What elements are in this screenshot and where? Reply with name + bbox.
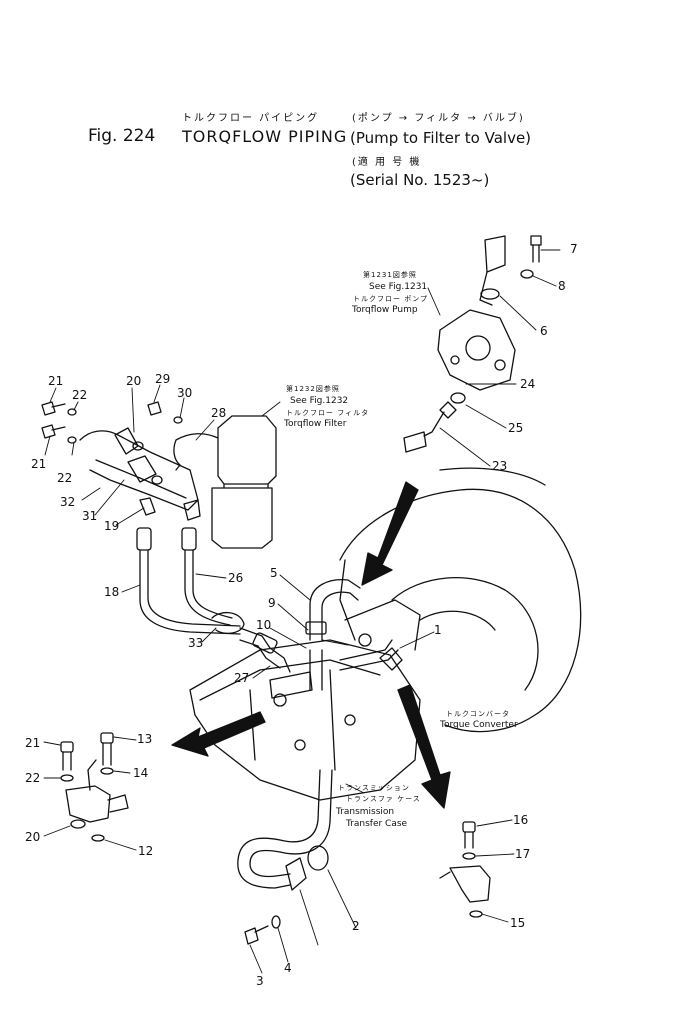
part-number: 15 [510, 916, 526, 930]
part-number: 18 [104, 585, 120, 599]
part-number: 22 [72, 388, 88, 402]
pump-name-jp: トルクフロー ポンプ [353, 295, 429, 303]
part-number: 24 [520, 377, 536, 391]
pump-name-en: Torqflow Pump [352, 305, 418, 315]
part-number: 33 [188, 636, 204, 650]
pump-outlet-fitting [403, 392, 466, 453]
pump-ref-en: See Fig.1231 [369, 282, 428, 292]
pipe-5 [305, 579, 361, 691]
filter-ref-en: See Fig.1232 [290, 396, 349, 406]
part-number: 10 [256, 618, 272, 632]
transmission-jp: トランスミッション [338, 784, 410, 792]
serial-english: (Serial No. 1523~) [350, 171, 490, 189]
converter-jp: トルクコンバータ [446, 710, 510, 718]
part-number: 31 [82, 509, 98, 523]
part-number: 6 [540, 324, 548, 338]
part-number: 1 [434, 623, 442, 637]
part-number: 22 [25, 771, 41, 785]
converter-en: Torque Converter [440, 720, 518, 730]
transmission-en: Transmission [336, 807, 395, 817]
direction-arrows [171, 481, 451, 809]
filter-ref-jp: 第1232図参照 [286, 385, 340, 393]
hose-26 [181, 527, 233, 626]
pipe-2 [237, 769, 333, 891]
part-number: 21 [48, 374, 64, 388]
part-number: 7 [570, 242, 578, 256]
part-number: 21 [31, 457, 47, 471]
pipe-1 [339, 639, 403, 671]
part-number: 32 [60, 495, 76, 509]
torqflow-pump [437, 235, 516, 391]
torqflow-filter [211, 415, 277, 549]
part-number: 9 [268, 596, 276, 610]
transfer-jp: トランスファ ケース [346, 795, 421, 803]
bolt-3 [244, 915, 281, 945]
elbow-right-detail [439, 821, 491, 918]
serial-japanese: (適 用 号 機 [352, 157, 422, 168]
suction-manifold [79, 427, 201, 521]
part-number: 4 [284, 961, 292, 975]
part-number: 20 [25, 830, 41, 844]
title-english: TORQFLOW PIPING [182, 127, 348, 146]
filter-name-en: Torqflow Filter [284, 419, 347, 429]
part-number: 21 [25, 736, 41, 750]
part-number: 3 [256, 974, 264, 988]
part-number: 28 [211, 406, 227, 420]
part-number: 25 [508, 421, 524, 435]
bolt-7 [520, 235, 542, 279]
subtitle-japanese: (ポンプ → フィルタ → バルブ) [352, 113, 525, 124]
part-number: 5 [270, 566, 278, 580]
part-number: 2 [352, 919, 360, 933]
part-number: 26 [228, 571, 244, 585]
transmission-block [189, 599, 421, 801]
part-number: 13 [137, 732, 153, 746]
elbow-left-detail [60, 732, 129, 842]
part-number: 22 [57, 471, 73, 485]
figure-number: Fig. 224 [88, 126, 156, 146]
subtitle-english: (Pump to Filter to Valve) [350, 129, 532, 147]
transfer-en: Transfer Case [346, 819, 408, 829]
filter-clamp [173, 433, 219, 471]
torque-converter-housing [339, 467, 582, 733]
bolts-21-22-upper [41, 401, 183, 444]
leader-lines [43, 249, 561, 974]
hose-clamp [211, 612, 245, 635]
filter-name-jp: トルクフロー フィルタ [286, 409, 370, 417]
part-number: 12 [138, 844, 154, 858]
part-number: 14 [133, 766, 149, 780]
title-japanese: トルクフロー パイピング [182, 113, 320, 124]
part-number: 19 [104, 519, 120, 533]
part-number: 27 [234, 671, 250, 685]
part-number: 17 [515, 847, 531, 861]
hose-connector [239, 627, 291, 673]
part-number: 23 [492, 459, 508, 473]
part-number: 20 [126, 374, 142, 388]
part-number: 16 [513, 813, 529, 827]
part-number: 30 [177, 386, 193, 400]
part-number: 8 [558, 279, 566, 293]
pump-ref-jp: 第1231図参照 [363, 271, 417, 279]
part-number: 29 [155, 372, 171, 386]
hose-18 [136, 527, 241, 635]
